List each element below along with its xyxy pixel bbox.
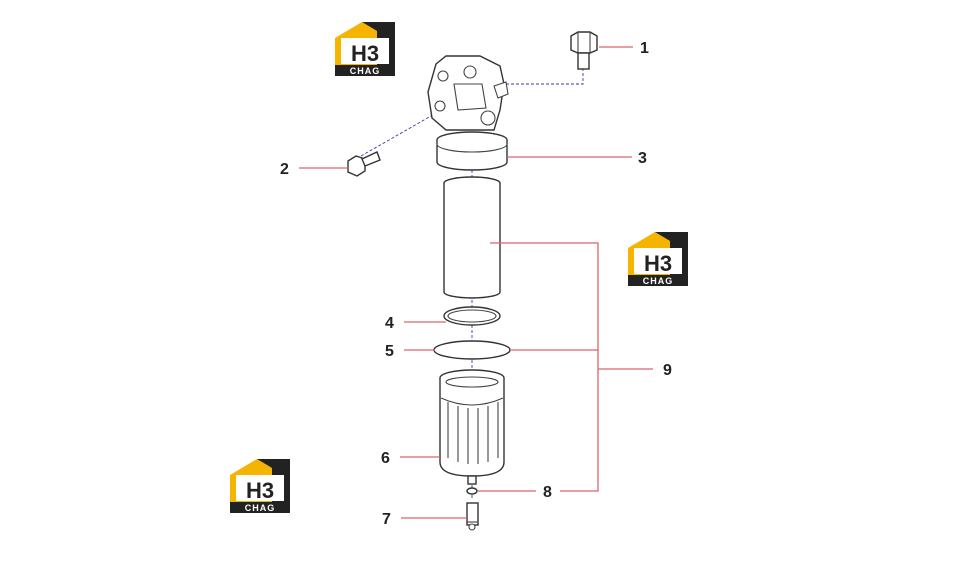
part-filter-bowl: [439, 369, 505, 477]
callout-labels: 1 2 3 4 5 6 7 8 9: [280, 40, 672, 528]
part-filter-element: [443, 176, 501, 299]
part-bolt-left: [347, 151, 381, 177]
callout-8: 8: [543, 484, 552, 501]
part-large-o-ring: [433, 340, 511, 360]
logo-bottom-left: H3 CHAG: [230, 459, 290, 513]
part-bolt-top: [570, 31, 598, 70]
logo-mid-right: H3 CHAG: [628, 232, 688, 286]
leader-lines: [299, 46, 653, 519]
logo-subtext: CHAG: [245, 503, 276, 513]
callout-9: 9: [663, 362, 672, 379]
callout-4: 4: [385, 315, 394, 332]
callout-3: 3: [638, 150, 647, 167]
logo-subtext: CHAG: [350, 66, 381, 76]
callout-6: 6: [381, 450, 390, 467]
logo-top-left: H3 CHAG: [335, 22, 395, 76]
logo-mark: H3: [644, 251, 672, 276]
callout-7: 7: [382, 511, 391, 528]
logo-mark: H3: [351, 41, 379, 66]
callout-2: 2: [280, 161, 289, 178]
part-head-collar: [436, 131, 508, 171]
part-drain-fitting: [466, 475, 478, 495]
part-drain-plug: [466, 502, 479, 531]
part-filter-head: [427, 55, 509, 131]
logo-subtext: CHAG: [643, 276, 674, 286]
logo-mark: H3: [246, 478, 274, 503]
part-small-o-ring: [443, 306, 501, 326]
callout-1: 1: [640, 40, 649, 57]
callout-5: 5: [385, 343, 394, 360]
